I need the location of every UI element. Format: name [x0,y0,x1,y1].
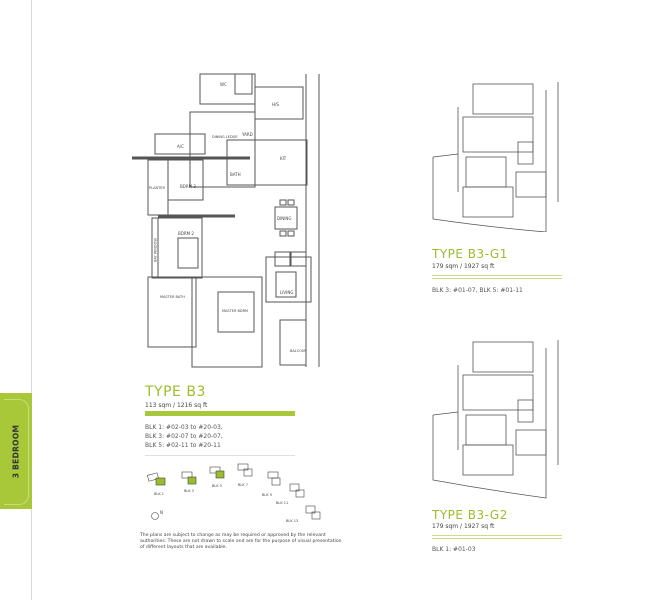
page-divider-line [31,0,32,600]
key-plan-block-label: BLK 11 [276,501,288,505]
svg-text:PLANTER: PLANTER [149,186,166,190]
plan-blocks-b3-g1: BLK 3: #01-07, BLK 5: #01-11 [432,287,523,294]
svg-text:BDRM 2: BDRM 2 [178,231,194,236]
plan-area-b3-g2: 179 sqm / 1927 sq ft [432,523,495,530]
key-plan-block-label: BLK 3 [184,489,194,493]
svg-text:MASTER BDRM: MASTER BDRM [222,309,248,313]
divider [432,278,562,279]
svg-text:H/S: H/S [272,102,279,107]
svg-text:A/C: A/C [177,144,184,149]
block-unit-line: BLK 5: #02-11 to #20-11 [145,442,221,449]
svg-text:BALCONY: BALCONY [290,349,308,353]
block-unit-line: BLK 1: #02-03 to #20-03, [145,424,223,431]
divider [432,275,562,276]
plan-title-b3-g2: TYPE B3-G2 [432,508,508,522]
plan-title-b3: TYPE B3 [145,384,206,400]
svg-text:MASTER BATH: MASTER BATH [160,295,185,299]
plan-title-b3-g1: TYPE B3-G1 [432,247,508,261]
plan-blocks-b3-g2: BLK 1: #01-03 [432,546,476,553]
floor-plan-type-b3-g1 [432,82,559,232]
block-unit-line: BLK 3: #02-07 to #20-07, [145,433,223,440]
svg-text:KIT: KIT [280,156,287,161]
svg-text:BDRM 3: BDRM 3 [180,184,196,189]
floor-plan-type-b3: WC H/S YARD DINING LEDGE A/C KIT BATH PL… [132,73,320,368]
key-plan-block-label: BLK 5 [212,484,222,488]
key-plan-block-label: BLK 13 [286,519,298,523]
plan-area-b3-g1: 179 sqm / 1927 sq ft [432,263,495,270]
key-plan-block-label: BLK 9 [262,493,272,497]
svg-text:WC: WC [220,82,227,87]
divider [145,455,295,456]
room-label-bay-window: BAY WINDOW [154,238,158,262]
svg-text:LIVING: LIVING [280,290,293,295]
plan-blocks-b3: BLK 1: #02-03 to #20-03, BLK 3: #02-07 t… [145,423,223,450]
disclaimer: The plans are subject to change as may b… [140,533,342,550]
divider [432,538,562,539]
svg-text:YARD: YARD [241,132,253,137]
plan-area-b3: 113 sqm / 1216 sq ft [145,402,208,409]
key-plan-block-label: BLK 7 [238,483,248,487]
key-plan: N BLK 1 BLK 3 BLK 5 BLK 7 BLK 9 BLK 11 B… [147,463,321,523]
section-tab: 3 BEDROOM [0,393,32,509]
svg-text:DINING LEDGE: DINING LEDGE [212,135,238,139]
svg-text:DINING: DINING [277,216,292,221]
svg-text:BATH: BATH [230,172,241,177]
compass-label: N [160,510,163,515]
section-tab-label: 3 BEDROOM [11,424,21,478]
divider [432,535,562,536]
accent-bar [145,411,295,416]
key-plan-block-label: BLK 1 [154,492,164,496]
floor-plan-type-b3-g2 [432,340,559,499]
